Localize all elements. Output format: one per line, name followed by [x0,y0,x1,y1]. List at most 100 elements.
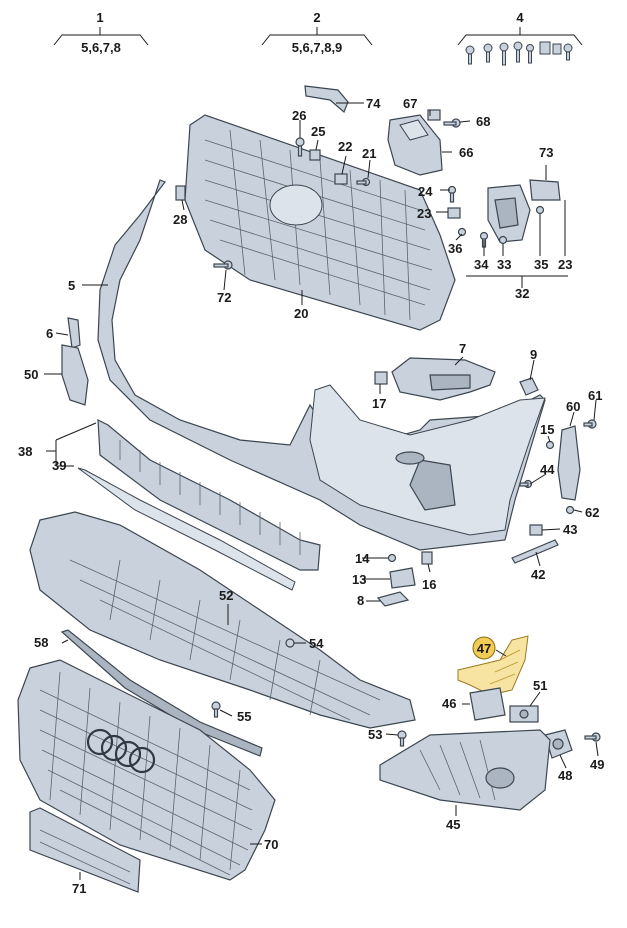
part-22-clip [334,173,348,185]
part-28-clip [175,185,186,201]
callout-47-highlight-badge: 47 [472,636,496,660]
part-7-bracket [391,357,496,401]
screw-set-icon [465,41,573,66]
group-number: 1 [96,10,103,25]
callout-53: 53 [368,727,382,742]
callout-70: 70 [264,837,278,852]
part-35-screw [535,205,545,215]
callout-68: 68 [476,114,490,129]
part-55-screw [211,701,221,718]
callout-38: 38 [18,444,32,459]
part-16-clip [421,551,433,565]
callout-60: 60 [566,399,580,414]
callout-42: 42 [531,567,545,582]
callout-72: 72 [217,290,231,305]
part-20-grille-frame [184,114,456,331]
group-number: 4 [516,10,524,25]
callout-15: 15 [540,422,554,437]
part-24-screw [447,185,457,203]
part-49-screw [584,732,601,742]
callout-7: 7 [459,341,466,356]
part-73-bracket [529,179,561,201]
part-48-sensor [544,729,573,759]
callout-50: 50 [24,367,38,382]
part-32-sensor-mount [487,184,531,243]
part-8-cap [376,591,410,607]
callout-32: 32 [515,286,529,301]
part-61-clip [583,419,597,429]
part-39-strip [77,467,296,591]
part-70-grille [17,659,276,881]
part-13-sensor [389,567,416,589]
callout-21: 21 [362,146,376,161]
callout-55: 55 [237,709,251,724]
part-38-strip [97,419,321,571]
callout-28: 28 [173,212,187,227]
part-15-screw [545,440,555,450]
callout-labels: 74 26 25 22 21 28 72 20 5 6 50 67 68 66 … [18,96,604,896]
callout-73: 73 [539,145,553,160]
part-9-clip [519,377,539,396]
callout-17: 17 [372,396,386,411]
callout-48: 48 [558,768,572,783]
group-callout-4: 4 [457,10,583,66]
part-68-screw [443,118,461,128]
part-46-duct [469,687,506,721]
part-74-bracket [304,85,349,114]
part-45-side-grille [379,729,551,811]
part-52-air-guide [29,511,416,729]
part-54-screw [285,638,295,648]
callout-5: 5 [68,278,75,293]
part-50-trim [61,344,89,406]
part-25-clip [309,149,321,161]
callout-25: 25 [311,124,325,139]
callout-47: 47 [477,641,491,656]
part-67-clip [427,109,441,121]
part-51-sensor [509,705,539,723]
callout-8: 8 [357,593,364,608]
callout-46: 46 [442,696,456,711]
callout-43: 43 [563,522,577,537]
callout-14: 14 [355,551,370,566]
callout-66: 66 [459,145,473,160]
callout-54: 54 [309,636,324,651]
part-53-screw [397,730,407,747]
callout-34: 34 [474,257,489,272]
part-66-sensor-bracket [387,114,443,176]
group-parts-list: 5,6,7,8,9 [292,40,343,55]
callout-36: 36 [448,241,462,256]
leader-lines [44,102,599,880]
callout-22: 22 [338,139,352,154]
group-callout-1: 1 5,6,7,8 [53,10,149,55]
part-44-screw [519,479,533,489]
part-26-screw [295,137,305,157]
callout-52: 52 [219,588,233,603]
callout-23b: 23 [558,257,572,272]
callout-74: 74 [366,96,381,111]
part-17-clip [374,371,388,385]
callout-39: 39 [52,458,66,473]
part-23-clip [447,207,461,219]
callout-23a: 23 [417,206,431,221]
callout-9: 9 [530,347,537,362]
group-callout-2: 2 5,6,7,8,9 [261,10,373,55]
callout-13: 13 [352,572,366,587]
part-33-screw [498,235,508,245]
callout-24: 24 [418,184,433,199]
part-42-strip [511,539,559,564]
callout-67: 67 [403,96,417,111]
part-47-highlighted-cover [457,635,529,696]
group-number: 2 [313,10,320,25]
part-36-screw [457,227,467,237]
callout-61: 61 [588,388,602,403]
callout-6: 6 [46,326,53,341]
part-6-trim [67,317,81,349]
part-72-screw [213,260,233,270]
callout-33: 33 [497,257,511,272]
audi-rings-icon [86,728,156,774]
part-62-screw [565,505,575,515]
part-5-bumper-cover [97,179,546,551]
callout-44: 44 [540,462,555,477]
part-60-side-bracket [557,425,581,501]
